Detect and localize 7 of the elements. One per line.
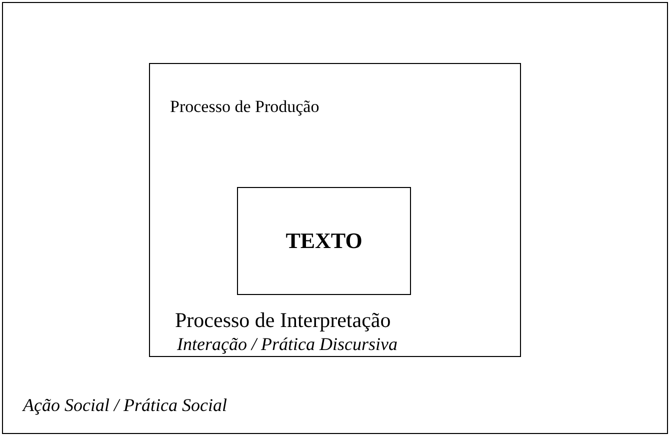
layer-box — [237, 187, 411, 295]
layer-subtitle: Interação / Prática Discursiva — [177, 334, 398, 355]
layer-title: Processo de Produção — [170, 97, 320, 117]
layer-title: Ação Social / Prática Social — [23, 395, 227, 416]
layer-box — [149, 63, 521, 357]
center-label: TEXTO — [284, 228, 364, 254]
layer-title: Processo de Interpretação — [175, 308, 391, 332]
